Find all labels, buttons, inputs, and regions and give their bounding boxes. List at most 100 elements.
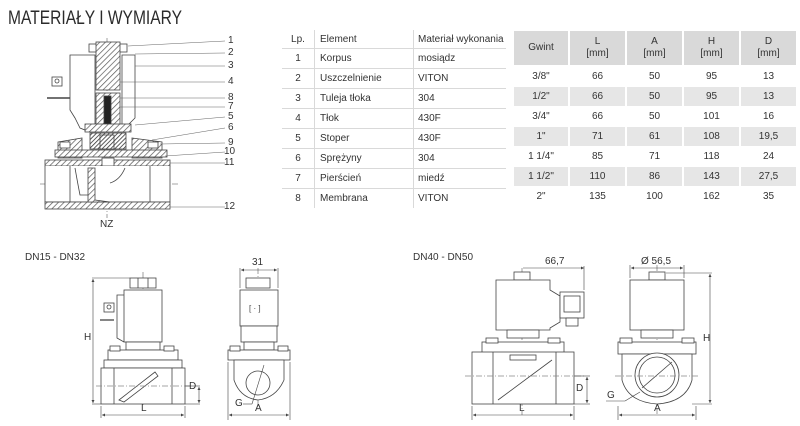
part-element: Stoper: [314, 128, 414, 149]
callout-9: 9: [228, 137, 234, 148]
part-no: 4: [282, 108, 315, 129]
header-name: A: [651, 36, 658, 47]
part-element: Sprężyny: [314, 148, 414, 169]
dim-31: 31: [252, 257, 264, 268]
cell: 101: [683, 106, 741, 127]
small-drawing-label: DN15 - DN32: [25, 252, 86, 263]
dim-H-small: H: [84, 332, 92, 343]
cell: 61: [626, 126, 684, 147]
page-title: MATERIAŁY I WYMIARY: [8, 8, 183, 29]
part-material: VITON: [418, 193, 449, 204]
callout-5: 5: [228, 111, 234, 122]
cell: 95: [683, 86, 741, 107]
cell: 1/2": [514, 86, 570, 107]
header-D: D[mm]: [740, 31, 796, 67]
part-material: 430F: [413, 128, 506, 149]
cell: 50: [626, 66, 684, 87]
header-name: L: [594, 36, 601, 47]
cell: 2": [514, 186, 570, 207]
dim-G-large: G: [607, 390, 615, 401]
cell: 50: [626, 106, 684, 127]
cell: 13: [740, 66, 796, 87]
cell: 135: [569, 186, 627, 207]
large-valve-front-view: [465, 266, 590, 420]
part-material: 304: [413, 148, 506, 169]
cell: 1 1/4": [514, 146, 570, 167]
large-valve-side-view: [606, 265, 712, 420]
part-no: 7: [282, 168, 315, 189]
header-lp: Lp.: [282, 30, 315, 49]
header-unit: [mm]: [757, 48, 780, 59]
callout-1: 1: [228, 35, 234, 46]
cell: 108: [683, 126, 741, 147]
cell: 71: [569, 126, 627, 147]
header-name: H: [707, 36, 716, 47]
cell: 1 1/2": [514, 166, 570, 187]
part-material: 430F: [413, 108, 506, 129]
cell: 95: [683, 66, 741, 87]
callout-7: 7: [228, 101, 234, 112]
part-element: Tłok: [314, 108, 414, 129]
dim-G-small: G: [235, 398, 243, 409]
cell: 66: [569, 106, 627, 127]
part-material: 304: [413, 88, 506, 109]
cell: 16: [740, 106, 796, 127]
cell: 100: [626, 186, 684, 207]
callout-8: 8: [228, 92, 234, 103]
svg-text:[ · ]: [ · ]: [249, 304, 261, 313]
dim-A-large: A: [654, 403, 661, 414]
part-element: Korpus: [314, 48, 414, 69]
dim-66-7: 66,7: [545, 256, 565, 267]
part-material: VITON: [413, 68, 506, 89]
cell: 19,5: [740, 126, 796, 147]
dim-D-large: D: [576, 383, 584, 394]
part-material: miedź: [413, 168, 506, 189]
header-H: H[mm]: [683, 31, 741, 67]
callout-3: 3: [228, 60, 234, 71]
part-material: mosiądz: [413, 48, 506, 69]
large-drawing-label: DN40 - DN50: [413, 252, 474, 263]
callout-12: 12: [224, 201, 236, 212]
cell: 71: [626, 146, 684, 167]
header-L: L[mm]: [569, 31, 627, 67]
cell: 66: [569, 66, 627, 87]
cell: 35: [740, 186, 796, 207]
dim-D-small: D: [189, 381, 197, 392]
header-gwint: Gwint: [514, 31, 570, 67]
dims-header-row: Gwint L[mm] A[mm] H[mm] D[mm]: [514, 31, 796, 67]
part-element: Uszczelnienie: [314, 68, 414, 89]
parts-header-row: Lp. Element Materiał wykonania: [282, 30, 506, 49]
part-no: 8: [282, 188, 315, 208]
callout-10: 10: [224, 146, 236, 157]
callout-4: 4: [228, 76, 234, 87]
small-valve-front-view: [91, 272, 201, 418]
cell: 86: [626, 166, 684, 187]
cell: 3/4": [514, 106, 570, 127]
header-name: D: [764, 36, 773, 47]
part-no: 2: [282, 68, 315, 89]
header-unit: [mm]: [700, 48, 723, 59]
header-material: Materiał wykonania: [413, 30, 506, 49]
dim-L-small: L: [141, 403, 147, 414]
dim-A-small: A: [255, 403, 262, 414]
part-element: Tuleja tłoka: [314, 88, 414, 109]
cell: 162: [683, 186, 741, 207]
cell: 27,5: [740, 166, 796, 187]
callout-11: 11: [224, 157, 235, 168]
cell: 13: [740, 86, 796, 107]
section-view-drawing: [40, 38, 226, 218]
